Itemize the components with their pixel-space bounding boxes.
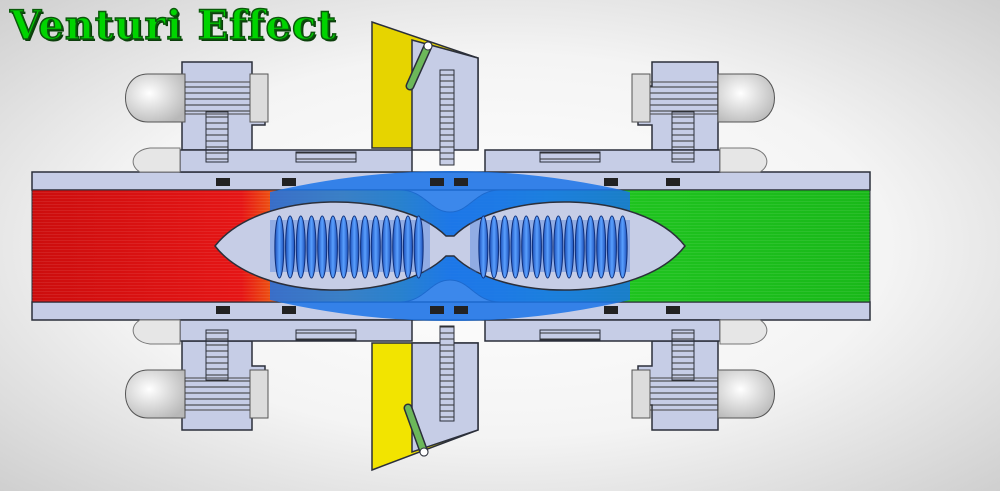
spring-coil [392, 215, 403, 279]
bolt-threads [205, 111, 695, 381]
seals [216, 178, 680, 314]
left-spring [274, 215, 424, 279]
spring-coil [317, 215, 328, 279]
spring-coil [617, 215, 628, 279]
spring-coil [306, 215, 317, 279]
spring-coil [606, 215, 617, 279]
upper-bellows [439, 69, 455, 166]
spring-coil [564, 215, 575, 279]
bolt-top-left [125, 73, 269, 123]
right-spring [478, 215, 628, 279]
spring-coil [574, 215, 585, 279]
spring-coil [413, 215, 424, 279]
spring-coil [489, 215, 500, 279]
bolt-top-right [631, 73, 775, 123]
spring-coil [478, 215, 489, 279]
spring-coil [542, 215, 553, 279]
spring-coil [370, 215, 381, 279]
spring-coil [349, 215, 360, 279]
spring-coil [585, 215, 596, 279]
spring-coil [327, 215, 338, 279]
rear-bolts [132, 147, 768, 345]
spring-coil [360, 215, 371, 279]
spring-coil [531, 215, 542, 279]
upper-lever [405, 41, 433, 91]
spring-coil [381, 215, 392, 279]
spring-coil [499, 215, 510, 279]
spring-coil [402, 215, 413, 279]
bolt-bottom-right [631, 369, 775, 419]
lower-lever [403, 403, 429, 457]
bolt-bottom-left [125, 369, 269, 419]
spring-coil [285, 215, 296, 279]
lower-bellows [439, 325, 455, 422]
spring-coil [510, 215, 521, 279]
spring-coil [295, 215, 306, 279]
spring-coil [274, 215, 285, 279]
diagram-title: Venturi Effect [9, 1, 337, 50]
spring-coil [596, 215, 607, 279]
spring-coil [338, 215, 349, 279]
spring-coil [521, 215, 532, 279]
spring-coil [553, 215, 564, 279]
